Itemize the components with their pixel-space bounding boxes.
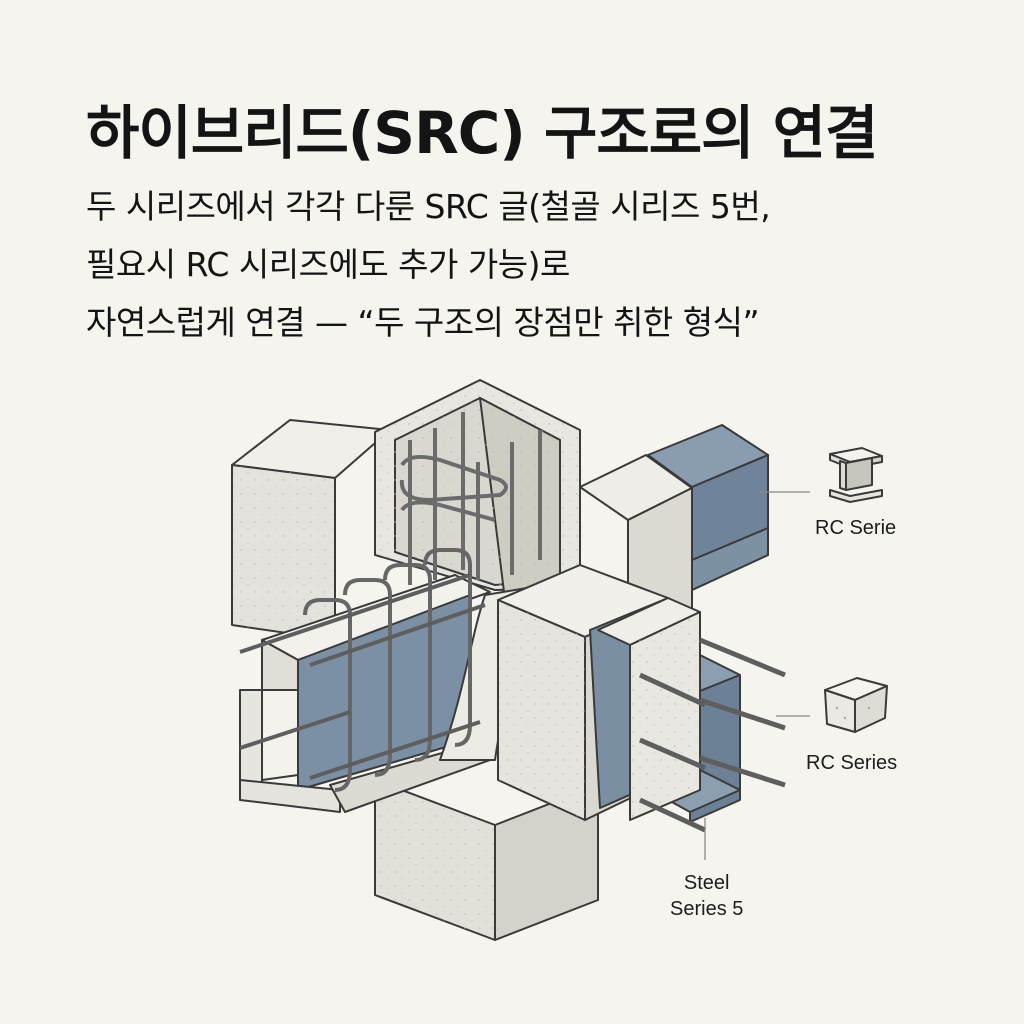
projecting-rebar	[638, 637, 786, 833]
concrete-block-icon	[824, 677, 888, 733]
i-beam-icon	[829, 447, 883, 503]
callout-rc-serie-top: RC Serie	[815, 517, 897, 539]
beam-longitudinal-rebar	[239, 573, 486, 780]
subtitle: 두 시리즈에서 각각 다룬 SRC 글(철골 시리즈 5번, 필요시 RC 시리…	[86, 178, 771, 352]
concrete-column-lower	[374, 779, 599, 941]
column-rebar	[399, 412, 542, 585]
beam-stirrups	[303, 548, 472, 792]
subtitle-line-3: 자연스럽게 연결 — “두 구조의 장점만 취한 형식”	[86, 303, 760, 342]
left-concrete-beam	[231, 419, 391, 641]
callout-steel-line1: Steel	[683, 872, 730, 894]
subtitle-line-2: 필요시 RC 시리즈에도 추가 가능)로	[86, 245, 570, 284]
callout-steel-line2: Series 5	[670, 898, 744, 920]
leader-lines	[704, 491, 810, 860]
right-steel-beam	[647, 424, 769, 591]
page-title: 하이브리드(SRC) 구조로의 연결	[86, 99, 878, 167]
subtitle-line-1: 두 시리즈에서 각각 다룬 SRC 글(철골 시리즈 5번,	[86, 187, 771, 226]
callout-steel-series-5: Steel Series 5	[670, 870, 743, 922]
callout-rc-series: RC Series	[806, 752, 898, 774]
